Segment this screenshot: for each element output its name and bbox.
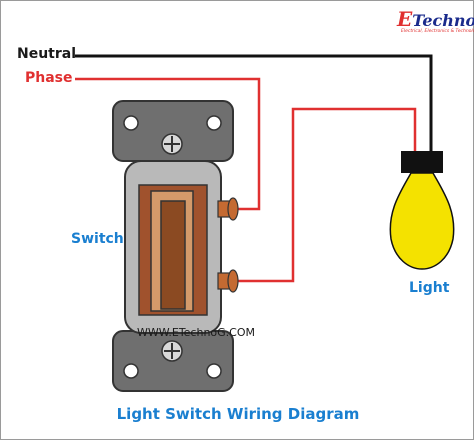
- neutral-wire: [75, 54, 433, 153]
- logo-tagline: Electrical, Electronics & Technology: [401, 29, 474, 34]
- switch-label: Switch: [71, 231, 124, 247]
- switch-terminal-top: [217, 197, 239, 221]
- switch-top-bracket: [112, 100, 234, 162]
- phase-wire: [75, 77, 261, 211]
- diagram-title: Light Switch Wiring Diagram: [116, 405, 360, 423]
- neutral-label: Neutral: [17, 46, 77, 62]
- switch-terminal-bottom: [217, 269, 239, 293]
- switch-bottom-bracket: [112, 330, 234, 392]
- phase-label: Phase: [25, 70, 73, 86]
- etechnog-logo: ETechnoG Electrical, Electronics & Techn…: [397, 7, 474, 34]
- light-label: Light: [409, 280, 450, 296]
- light-bulb-icon: [389, 151, 455, 270]
- switched-wire: [237, 107, 417, 283]
- website-watermark: WWW.ETechnoG.COM: [137, 326, 256, 339]
- switch-body: [124, 160, 222, 334]
- logo-wordmark: ETechnoG: [397, 7, 474, 31]
